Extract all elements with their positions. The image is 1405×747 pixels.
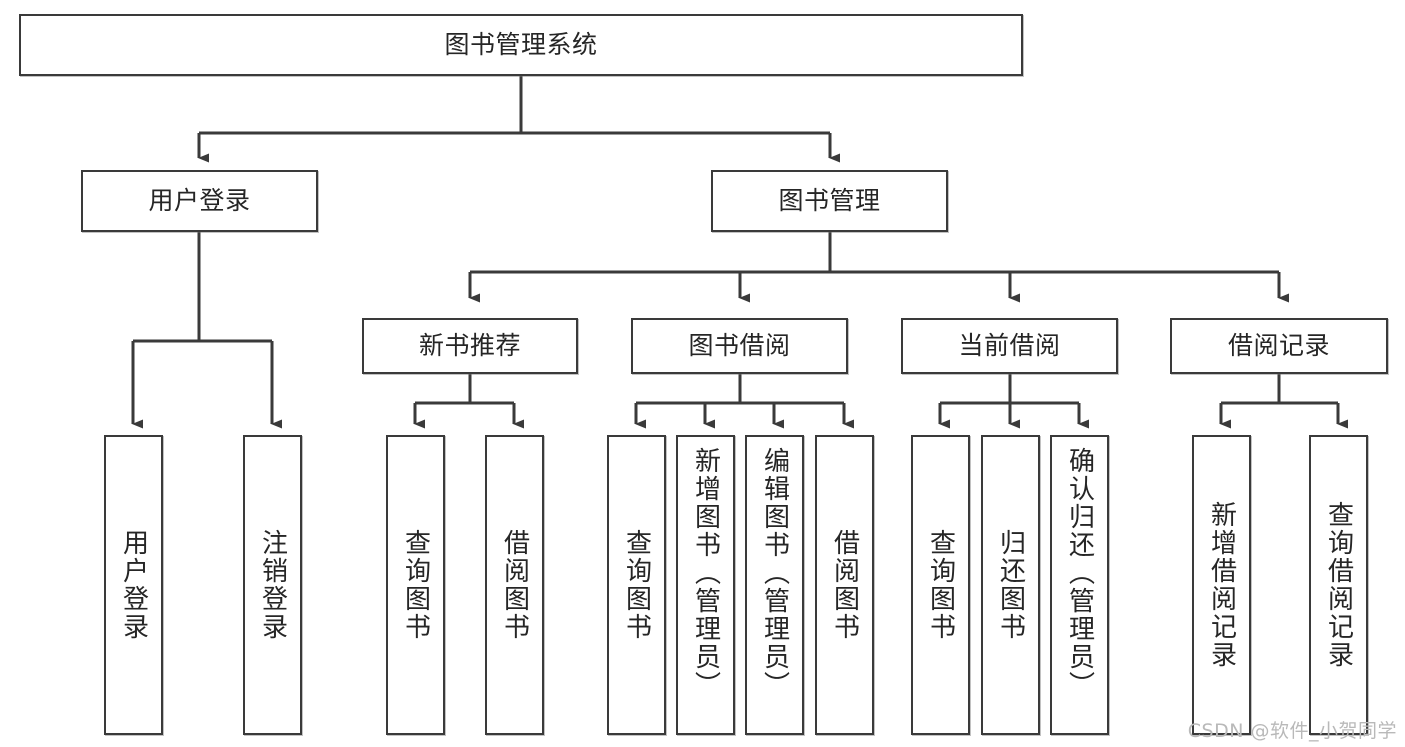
leaf-logout-login-label: 注销登录 (257, 529, 288, 641)
node-book-borrow-label: 图书借阅 (688, 331, 791, 361)
node-book-manage-label: 图书管理 (778, 186, 881, 216)
leaf-return-book-label: 归还图书 (995, 529, 1026, 641)
leaf-add-book[interactable]: 新增图书（管理员） (676, 435, 735, 735)
node-user-login[interactable]: 用户登录 (81, 170, 318, 232)
leaf-query-book-3-label: 查询图书 (925, 529, 956, 641)
node-current-borrow[interactable]: 当前借阅 (901, 318, 1118, 374)
leaf-add-record[interactable]: 新增借阅记录 (1192, 435, 1251, 735)
leaf-borrow-book-1[interactable]: 借阅图书 (485, 435, 544, 735)
leaf-edit-book[interactable]: 编辑图书（管理员） (745, 435, 804, 735)
node-book-manage[interactable]: 图书管理 (711, 170, 948, 232)
leaf-query-book-2-label: 查询图书 (621, 529, 652, 641)
node-borrow-record-label: 借阅记录 (1227, 331, 1330, 361)
leaf-query-book-1-label: 查询图书 (400, 529, 431, 641)
leaf-user-login[interactable]: 用户登录 (104, 435, 163, 735)
node-borrow-record[interactable]: 借阅记录 (1170, 318, 1388, 374)
leaf-query-record[interactable]: 查询借阅记录 (1309, 435, 1368, 735)
leaf-query-book-2[interactable]: 查询图书 (607, 435, 666, 735)
leaf-borrow-book-1-label: 借阅图书 (499, 529, 530, 641)
node-book-borrow[interactable]: 图书借阅 (631, 318, 848, 374)
leaf-query-book-1[interactable]: 查询图书 (386, 435, 445, 735)
node-root-label: 图书管理系统 (444, 30, 598, 60)
leaf-borrow-book-2-label: 借阅图书 (829, 529, 860, 641)
leaf-query-record-label: 查询借阅记录 (1323, 501, 1354, 669)
leaf-edit-book-label: 编辑图书（管理员） (759, 447, 790, 699)
leaf-logout-login[interactable]: 注销登录 (243, 435, 302, 735)
node-new-book-recommend[interactable]: 新书推荐 (362, 318, 578, 374)
leaf-confirm-return-label: 确认归还（管理员） (1064, 447, 1095, 699)
leaf-add-record-label: 新增借阅记录 (1206, 501, 1237, 669)
leaf-user-login-label: 用户登录 (118, 529, 149, 641)
node-root[interactable]: 图书管理系统 (19, 14, 1023, 76)
node-new-book-recommend-label: 新书推荐 (418, 331, 521, 361)
leaf-query-book-3[interactable]: 查询图书 (911, 435, 970, 735)
node-user-login-label: 用户登录 (148, 186, 251, 216)
csdn-watermark: CSDN @软件_小贺同学 (1187, 720, 1397, 742)
leaf-borrow-book-2[interactable]: 借阅图书 (815, 435, 874, 735)
leaf-add-book-label: 新增图书（管理员） (690, 447, 721, 699)
leaf-return-book[interactable]: 归还图书 (981, 435, 1040, 735)
leaf-confirm-return[interactable]: 确认归还（管理员） (1050, 435, 1109, 735)
node-current-borrow-label: 当前借阅 (958, 331, 1061, 361)
